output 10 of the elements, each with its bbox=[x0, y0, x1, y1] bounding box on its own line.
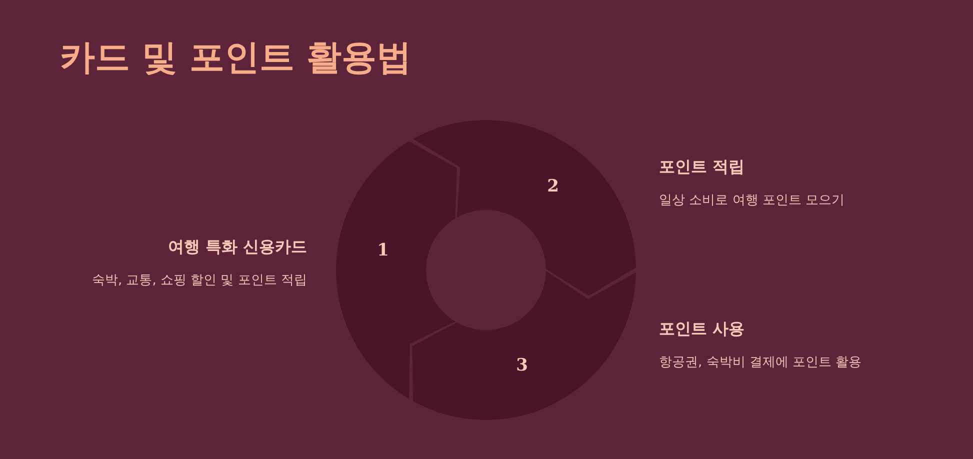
step-description: 항공권, 숙박비 결제에 포인트 활용 bbox=[659, 354, 862, 372]
step-heading: 여행 특화 신용카드 bbox=[168, 236, 307, 258]
step-number: 3 bbox=[516, 354, 528, 378]
title: 카드 및 포인트 활용법 bbox=[60, 37, 412, 80]
step-number: 1 bbox=[377, 239, 389, 262]
step-description: 숙박, 교통, 쇼핑 할인 및 포인트 적립 bbox=[92, 272, 307, 290]
step-number: 2 bbox=[547, 175, 559, 198]
step-description: 일상 소비로 여행 포인트 모으기 bbox=[659, 192, 845, 210]
step-heading: 포인트 사용 bbox=[659, 318, 745, 340]
step-heading: 포인트 적립 bbox=[659, 156, 745, 178]
